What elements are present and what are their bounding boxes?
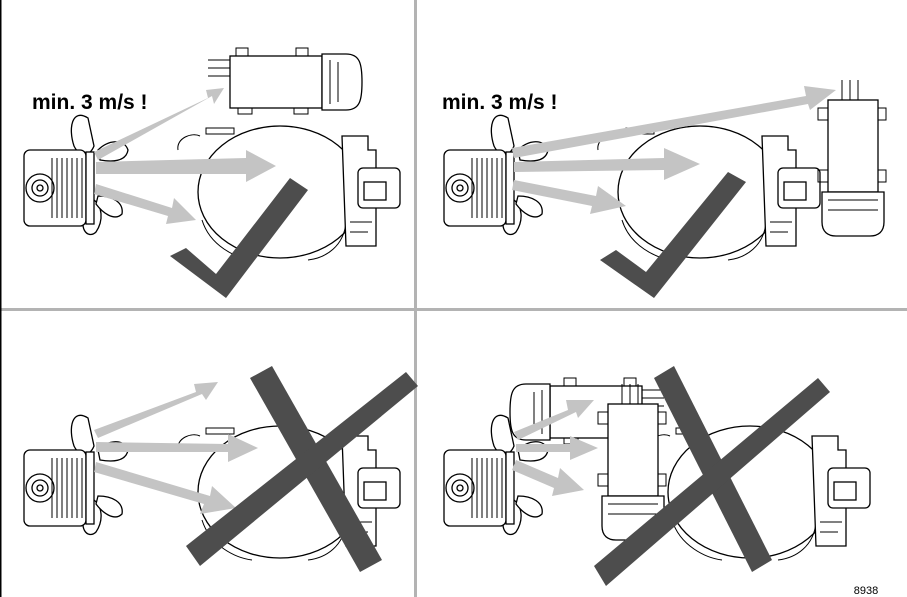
panel-bottom-right (443, 366, 871, 586)
airflow-arrow (512, 86, 836, 158)
cross-mark (594, 378, 830, 586)
airflow-arrow (94, 184, 196, 224)
airflow-arrow (94, 462, 236, 514)
figure-number: 8938 (854, 585, 878, 597)
fan (23, 114, 129, 236)
compressor (597, 125, 821, 261)
airflow-arrow (514, 148, 700, 180)
cross-mark (186, 372, 418, 566)
airflow-arrow (512, 460, 584, 496)
airflow-arrow (96, 434, 258, 462)
airflow-arrow (94, 382, 218, 438)
airflow-arrow (516, 436, 598, 460)
airflow-arrow (512, 180, 626, 214)
airflow-speed-label: min. 3 m/s ! (32, 91, 148, 114)
panel-bottom-left (23, 366, 665, 572)
fan (443, 114, 549, 236)
airflow-arrow (514, 400, 594, 440)
airflow-arrow (96, 150, 276, 182)
airflow-speed-label: min. 3 m/s ! (442, 91, 558, 114)
panel-top-left: min. 3 m/s ! (23, 47, 401, 298)
divider-vertical (414, 0, 417, 597)
divider-horizontal (0, 308, 907, 311)
controller-box (207, 47, 363, 115)
panel-top-right: min. 3 m/s ! (442, 79, 887, 298)
check-mark (600, 172, 746, 298)
frame-left-edge (0, 0, 2, 597)
airflow-arrow (94, 88, 224, 160)
check-mark (170, 178, 308, 298)
controller-box (817, 79, 887, 237)
